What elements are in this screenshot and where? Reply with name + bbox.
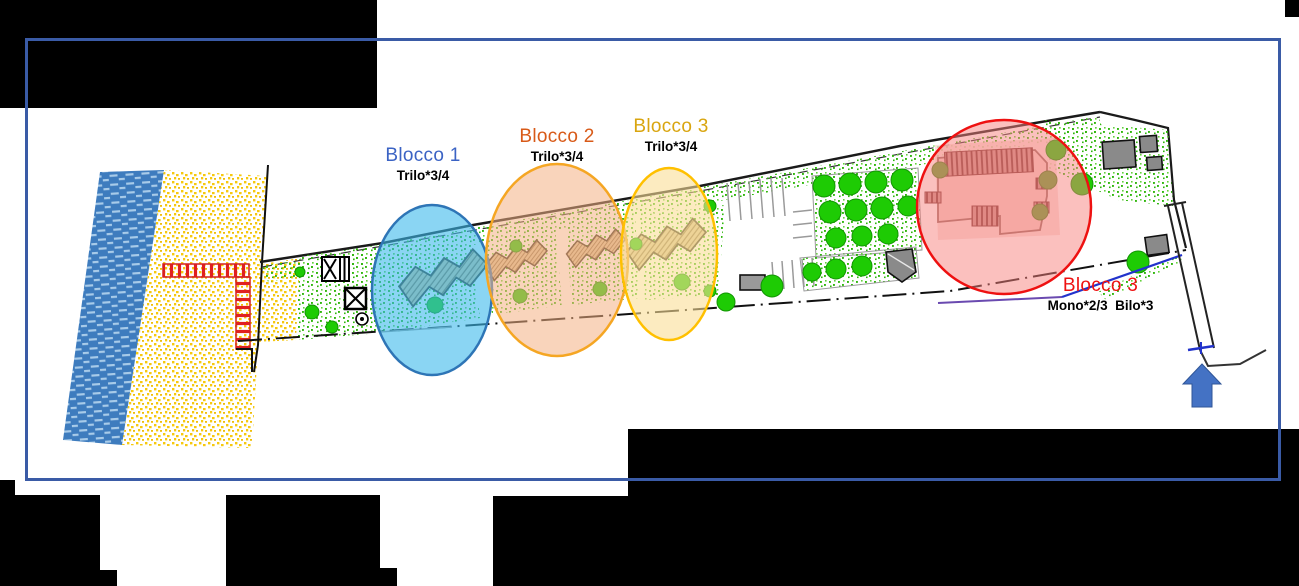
redaction-box-bottom-mid-b xyxy=(226,568,397,586)
blocco-3-title: Blocco 3 xyxy=(633,116,709,137)
blocco-2-units: Trilo*3/4 xyxy=(530,148,584,164)
highlight-circle-blocco-3-ingresso xyxy=(915,118,1093,296)
blocco-3-units: Trilo*3/4 xyxy=(644,138,698,154)
redaction-box-bottom-right xyxy=(628,429,1299,586)
blocco-2-title: Blocco 2 xyxy=(519,126,595,147)
label-blocco-2: Blocco 2 Trilo*3/4 xyxy=(497,127,617,164)
blocco-1-title: Blocco 1 xyxy=(385,145,461,166)
highlight-ellipse-blocco-1 xyxy=(370,203,494,377)
blocco-1-units: Trilo*3/4 xyxy=(396,167,450,183)
blocco-3-ingresso-units: Mono*2/3 Bilo*3 xyxy=(1047,297,1154,313)
blocco-3-ingresso-title: Blocco 3 xyxy=(1062,275,1139,296)
small-structures xyxy=(739,134,1171,291)
redaction-box-top-right xyxy=(1285,0,1299,17)
entrance-road xyxy=(937,201,1267,368)
label-blocco-1: Blocco 1 Trilo*3/4 xyxy=(363,146,483,183)
beach-water-area xyxy=(63,170,164,445)
redaction-box-top-left xyxy=(0,0,377,108)
label-blocco-3: Blocco 3 Trilo*3/4 xyxy=(611,117,731,154)
highlight-ellipse-blocco-3 xyxy=(619,166,719,342)
entrance-arrow-icon xyxy=(1181,363,1223,408)
access-stairs xyxy=(162,263,253,372)
label-blocco-3-ingresso: Blocco 3 Mono*2/3 Bilo*3 xyxy=(1018,276,1183,313)
highlight-ellipse-blocco-2 xyxy=(484,162,630,358)
utility-symbols xyxy=(321,256,369,326)
parking-lines xyxy=(726,177,815,291)
redaction-box-bottom-mid-c xyxy=(493,496,628,586)
redaction-box-bottom-left-c xyxy=(0,570,117,586)
